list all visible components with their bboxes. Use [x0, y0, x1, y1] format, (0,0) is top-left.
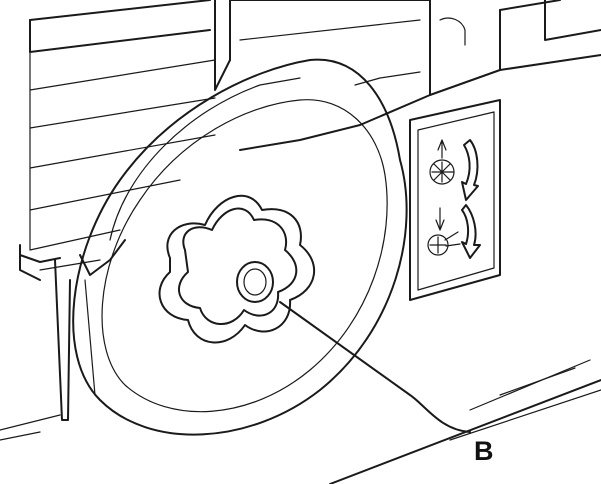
side-panel — [239, 0, 601, 301]
support-leg — [39, 239, 126, 421]
wheel — [72, 58, 421, 436]
adjust-down-arrow-icon — [427, 204, 481, 259]
star-knob — [158, 194, 316, 344]
base-lines — [0, 359, 601, 484]
callout-b: B — [279, 301, 494, 466]
housing-grille — [19, 0, 431, 281]
adjust-up-arrow-icon — [429, 139, 479, 201]
callout-label-b: B — [474, 436, 494, 466]
